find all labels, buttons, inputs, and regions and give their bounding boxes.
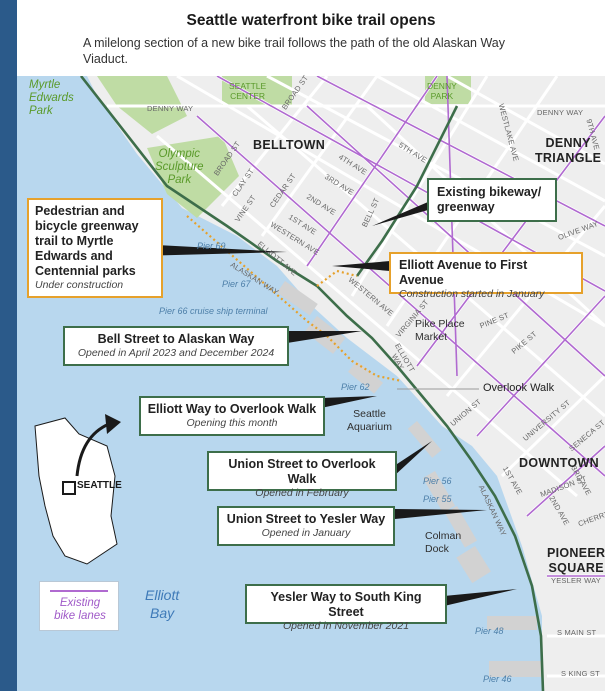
- callout-elliott-first-title: Elliott Avenue to First Avenue: [399, 258, 528, 287]
- inset-map: [34, 414, 121, 565]
- street-denny-way-w: DENNY WAY: [147, 104, 194, 113]
- callout-union-overlook: Union Street to Overlook Walk Opened in …: [207, 451, 397, 499]
- callout-existing-title: Existing bikeway/ greenway: [437, 185, 542, 214]
- callout-union-yesler-status: Opened in January: [261, 527, 351, 539]
- callout-elliott-overlook: Elliott Way to Overlook Walk Opening thi…: [139, 396, 325, 436]
- pier-55: Pier 55: [423, 494, 452, 504]
- callout-union-overlook-status: Opened in February: [255, 487, 349, 499]
- callout-pointers: [138, 202, 517, 606]
- street-denny-way-e: DENNY WAY: [537, 108, 584, 117]
- callout-yesler-king-title: Yesler Way to South King Street: [270, 590, 422, 619]
- callout-yesler-king-status: Opened in November 2021: [282, 620, 410, 632]
- callout-pedestrian-title: Pedestrian and bicycle greenway trail to…: [35, 204, 139, 278]
- hood-downtown: DOWNTOWN: [519, 456, 599, 470]
- callout-bell-title: Bell Street to Alaskan Way: [97, 332, 255, 346]
- callout-elliott-overlook-status: Opening this month: [186, 417, 278, 429]
- callout-yesler-king: Yesler Way to South King Street Opened i…: [245, 584, 447, 632]
- header: Seattle waterfront bike trail opens A mi…: [17, 0, 605, 76]
- pier-56: Pier 56: [423, 476, 452, 486]
- pier-48: Pier 48: [475, 626, 504, 636]
- pier-67: Pier 67: [222, 279, 251, 289]
- pier-69: Pier 69: [197, 241, 226, 251]
- callout-elliott-first: Elliott Avenue to First Avenue Construct…: [389, 252, 583, 300]
- page-title: Seattle waterfront bike trail opens: [186, 12, 436, 29]
- callout-existing-bikeway: Existing bikeway/ greenway: [427, 178, 557, 222]
- callout-pedestrian-status: Under construction: [35, 279, 124, 291]
- street-yesler: YESLER WAY: [551, 576, 601, 585]
- street-s-king: S KING ST: [561, 669, 600, 678]
- pier-46: Pier 46: [483, 674, 512, 684]
- callout-union-yesler: Union Street to Yesler Way Opened in Jan…: [217, 506, 395, 546]
- construction-trail: [186, 215, 403, 383]
- overlook-walk-label: Overlook Walk: [483, 382, 555, 394]
- pier-66: Pier 66 cruise ship terminal: [159, 306, 268, 316]
- page-subtitle: A milelong section of a new bike trail f…: [83, 36, 505, 66]
- graphic-frame: Seattle waterfront bike trail opens A mi…: [17, 0, 605, 691]
- callout-bell-status: Opened in April 2023 and December 2024: [77, 347, 275, 359]
- callout-bell-street: Bell Street to Alaskan Way Opened in Apr…: [63, 326, 289, 366]
- hood-belltown: BELLTOWN: [253, 138, 326, 152]
- existing-greenway: [79, 76, 545, 691]
- street-s-main: S MAIN ST: [557, 628, 597, 637]
- callout-union-yesler-title: Union Street to Yesler Way: [226, 512, 386, 526]
- callout-pedestrian-trail: Pedestrian and bicycle greenway trail to…: [27, 198, 163, 298]
- legend-bike-lane-swatch: [50, 590, 108, 592]
- inset-seattle-label: SEATTLE: [77, 480, 122, 491]
- land: [87, 76, 605, 691]
- callout-union-overlook-title: Union Street to Overlook Walk: [228, 457, 376, 486]
- callout-elliott-first-status: Construction started in January: [399, 288, 545, 300]
- callout-elliott-overlook-title: Elliott Way to Overlook Walk: [147, 402, 317, 416]
- pier-62: Pier 62: [341, 382, 370, 392]
